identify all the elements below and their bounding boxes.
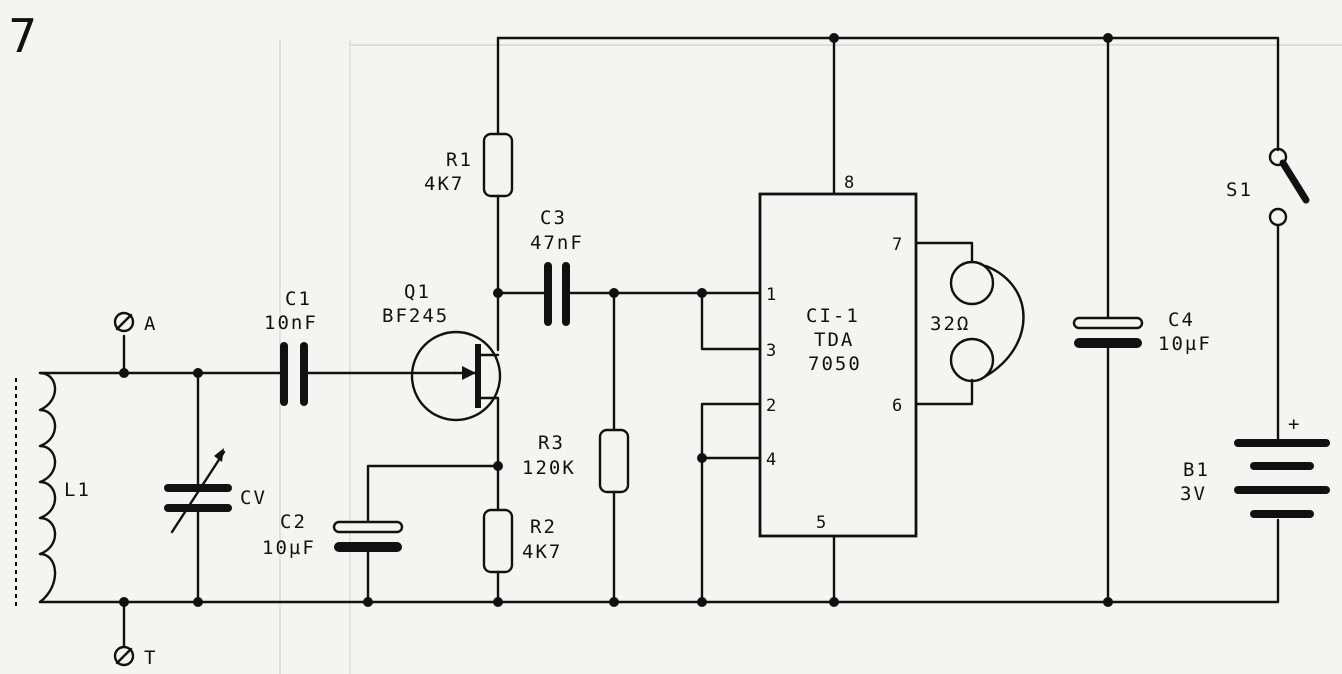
c1-ref: C1 [285, 288, 312, 310]
c2-value: 10µF [262, 537, 316, 559]
ic-pin-1: 1 [766, 285, 776, 305]
resistor-r1: R1 4K7 [424, 132, 514, 198]
inductor-l1: L1 [15, 371, 91, 610]
capacitor-c2: C2 10µF [262, 511, 404, 559]
terminal-a-label: A [144, 313, 157, 335]
ic-ref: CI-1 [806, 305, 860, 327]
resistor-r3: R3 120K [522, 428, 630, 494]
capacitor-c1: C1 10nF [264, 288, 318, 406]
terminal-a: A [113, 311, 157, 335]
r2-ref: R2 [530, 516, 557, 538]
junctions [119, 33, 1113, 607]
pin6-wire [914, 378, 974, 406]
integrated-circuit-ci1: CI-1 TDA 7050 1 3 2 4 7 6 8 5 [758, 173, 918, 538]
c2-top-wire [366, 464, 500, 524]
l1-label: L1 [64, 479, 91, 501]
source-wire [478, 396, 500, 512]
c3-value: 47nF [530, 232, 584, 254]
wiring [38, 36, 1280, 648]
c4-ref: C4 [1168, 309, 1195, 331]
ic-pin-5: 5 [816, 513, 826, 533]
s1-label: S1 [1226, 179, 1253, 201]
figure-number: 7 [8, 9, 37, 63]
capacitor-c4: C4 10µF [1072, 309, 1212, 355]
ic-line2: TDA [814, 329, 854, 351]
ic-pin-4: 4 [766, 450, 776, 470]
resistor-r2: R2 4K7 [482, 508, 562, 574]
q1-value: BF245 [382, 305, 449, 327]
ic-pin-2: 2 [766, 396, 776, 416]
ic-pin-7: 7 [892, 235, 902, 255]
c1-value: 10nF [264, 312, 318, 334]
r1-value: 4K7 [424, 173, 464, 195]
c2-ref: C2 [280, 511, 307, 533]
pin7-wire [914, 241, 974, 264]
r3-value: 120K [522, 457, 576, 479]
bottom-rail-wire [38, 518, 1280, 604]
b1-ref: B1 [1183, 459, 1210, 481]
headphone-32ohm: 32Ω [930, 260, 1025, 383]
capacitor-c3: C3 47nF [530, 207, 584, 326]
c3-ref: C3 [540, 207, 567, 229]
r1-ref: R1 [446, 149, 473, 171]
terminal-t-label: T [144, 647, 157, 669]
ic-pin-8: 8 [844, 173, 854, 193]
top-rail-wire [496, 36, 1280, 152]
b1-value: 3V [1180, 483, 1207, 505]
cv-label: CV [240, 487, 267, 509]
battery-polarity: + [1288, 413, 1301, 435]
c4-value: 10µF [1158, 333, 1212, 355]
q1-ref: Q1 [404, 281, 431, 303]
headphone-value: 32Ω [930, 313, 970, 335]
pin3-wire [700, 291, 762, 351]
variable-capacitor-cv: CV [164, 448, 267, 534]
terminal-t: T [113, 645, 157, 669]
ic-line3: 7050 [808, 353, 862, 375]
pin2-wire [700, 402, 762, 604]
r3-ref: R3 [538, 432, 565, 454]
transistor-q1: Q1 BF245 [382, 281, 502, 422]
r2-value: 4K7 [522, 541, 562, 563]
switch-s1: S1 [1226, 147, 1310, 227]
ic-pin-6: 6 [892, 396, 902, 416]
ic-pin-3: 3 [766, 341, 776, 361]
battery-b1: + B1 3V [1180, 413, 1330, 518]
